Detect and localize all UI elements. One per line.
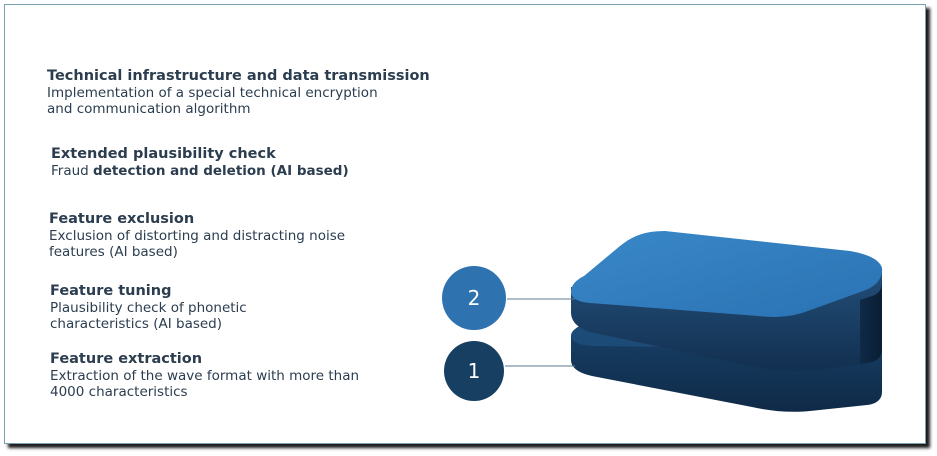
layer-desc-line: features (AI based) bbox=[49, 244, 178, 260]
block-2-top bbox=[571, 231, 883, 317]
layer-title: Feature tuning bbox=[50, 283, 172, 299]
layer-title: Technical infrastructure and data transm… bbox=[47, 68, 430, 84]
layer-title: Extended plausibility check bbox=[51, 146, 276, 162]
badge-1: 1 bbox=[444, 341, 504, 401]
layer-2-text: Feature tuning Plausibility check of pho… bbox=[50, 283, 430, 332]
layer-5-text: Technical infrastructure and data transm… bbox=[47, 68, 447, 117]
layer-4-text: Extended plausibility check Fraud detect… bbox=[51, 146, 431, 179]
layer-3-text: Feature exclusion Exclusion of distortin… bbox=[49, 211, 429, 260]
block-2-right-side bbox=[860, 282, 882, 364]
layer-title: Feature exclusion bbox=[49, 211, 195, 227]
layer-desc-prefix: Fraud bbox=[51, 163, 94, 179]
layer-block-2 bbox=[571, 231, 883, 372]
layer-1-text: Feature extraction Extraction of the wav… bbox=[50, 351, 430, 400]
layer-desc-line: characteristics (AI based) bbox=[50, 316, 223, 332]
layer-desc-line: Plausibility check of phonetic bbox=[50, 300, 247, 316]
badge-2-label: 2 bbox=[468, 286, 481, 310]
layer-desc-line: and communication algorithm bbox=[47, 101, 251, 117]
badge-2: 2 bbox=[442, 266, 506, 330]
badge-1-label: 1 bbox=[468, 359, 481, 383]
layer-desc-line: Extraction of the wave format with more … bbox=[50, 368, 360, 384]
layer-desc-line: 4000 characteristics bbox=[50, 384, 188, 400]
layer-desc: Fraud detection and deletion (AI based) bbox=[51, 163, 431, 179]
layer-desc-bold: detection and deletion (AI based) bbox=[93, 163, 349, 179]
layer-desc-line: Exclusion of distorting and distracting … bbox=[49, 228, 346, 244]
layer-title: Feature extraction bbox=[50, 351, 203, 367]
layer-desc-line: Implementation of a special technical en… bbox=[47, 85, 378, 101]
